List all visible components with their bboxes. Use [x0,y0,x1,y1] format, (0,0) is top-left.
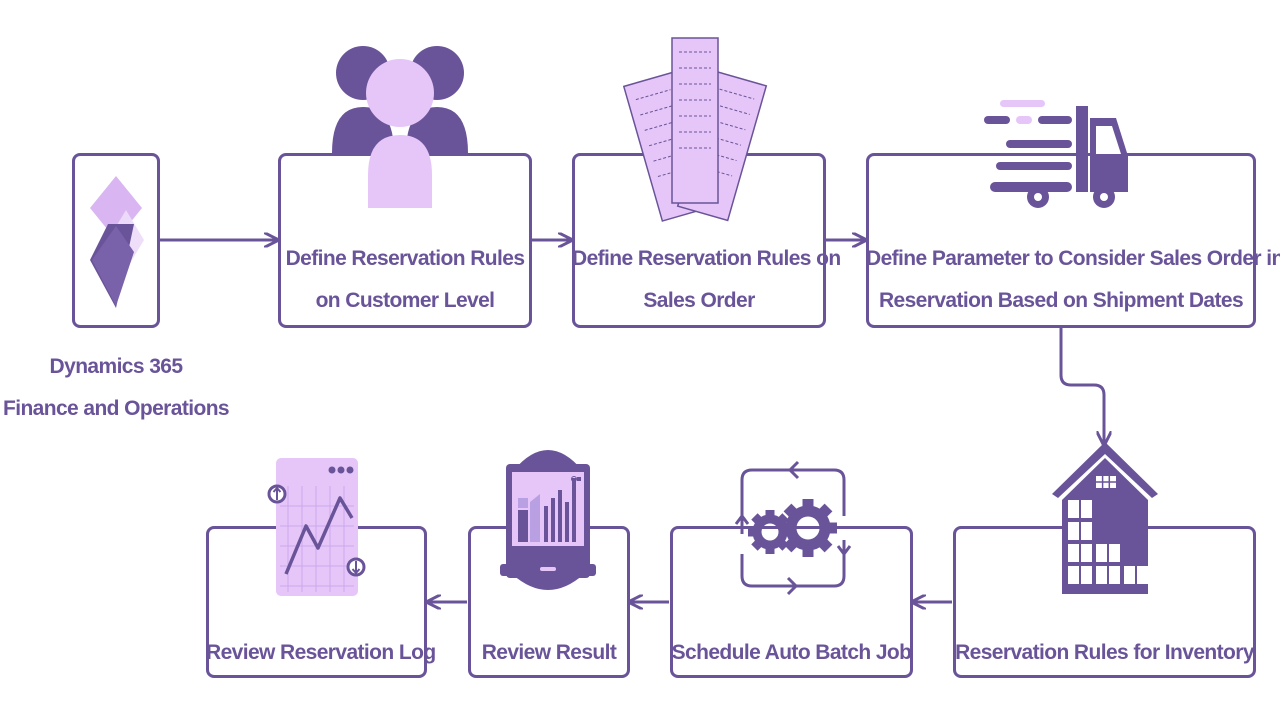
step-review-reservation-log-line1: Review Reservation Log [206,641,436,664]
step-inventory-label: Reservation Rules for Inventory [953,632,1256,674]
fast-delivery-truck-icon [984,100,1128,208]
dynamics-365-logo-icon [90,176,144,308]
arrow-parameter-to-inventory [1059,328,1104,443]
dynamics-365-title: Dynamics 365 Finance and Operations [0,346,232,430]
step-customer-level-label: Define Reservation Rules on Customer Lev… [278,238,532,322]
step-auto-batch-job-line1: Schedule Auto Batch Job [671,641,912,664]
step-inventory-line1: Reservation Rules for Inventory [955,641,1254,664]
step-review-result-line1: Review Result [481,641,617,664]
trend-log-icon [267,458,366,596]
step-sales-order-line2: Sales Order [643,289,755,312]
laptop-chart-icon [500,450,596,590]
step-shipment-dates-parameter-line1: Define Parameter to Consider Sales Order… [866,247,1280,270]
step-auto-batch-job-label: Schedule Auto Batch Job [670,632,913,674]
dynamics-365-title-line2: Finance and Operations [2,397,230,420]
step-review-result-label: Review Result [468,632,630,674]
warehouse-icon [1052,442,1158,594]
step-shipment-dates-parameter-line2: Reservation Based on Shipment Dates [878,289,1244,312]
step-sales-order-label: Define Reservation Rules on Sales Order [572,238,841,322]
sales-order-documents-icon [622,37,768,222]
customers-group-icon [332,46,468,208]
step-review-reservation-log-label: Review Reservation Log [206,632,436,674]
step-sales-order-line1: Define Reservation Rules on [572,247,841,270]
step-customer-level-line1: Define Reservation Rules [285,247,525,270]
step-shipment-dates-parameter-label: Define Parameter to Consider Sales Order… [866,238,1280,322]
step-customer-level-line2: on Customer Level [315,289,495,312]
dynamics-365-title-line1: Dynamics 365 [49,355,183,378]
gears-cycle-icon [734,460,852,596]
